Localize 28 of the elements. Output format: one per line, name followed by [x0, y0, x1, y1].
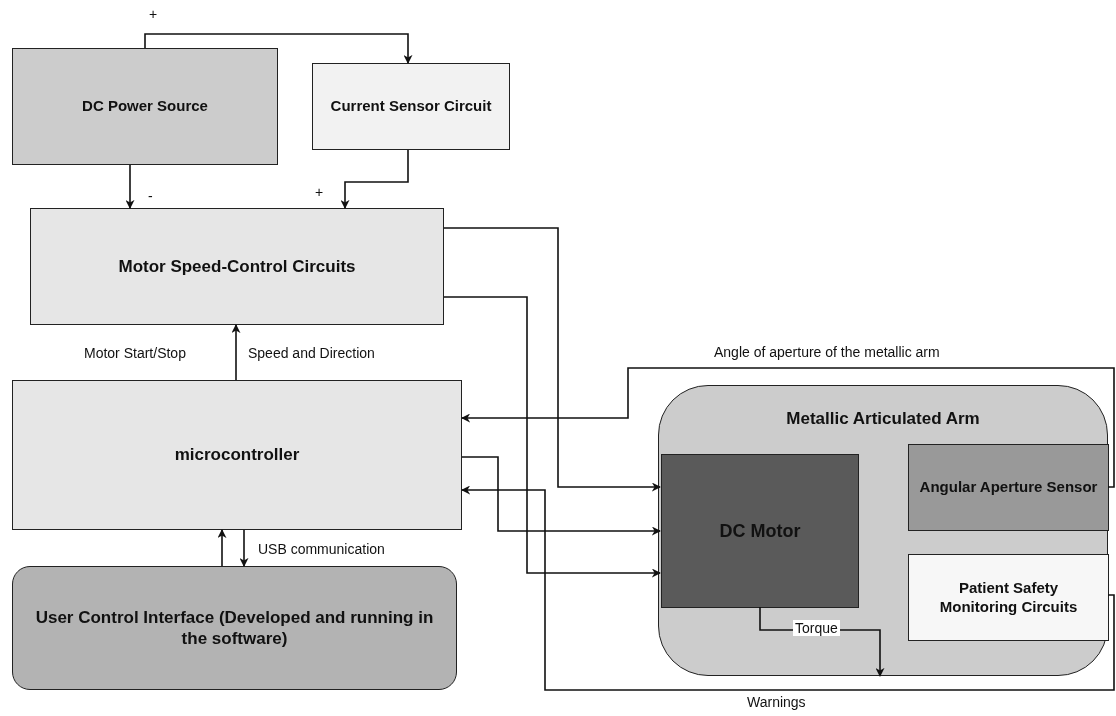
edge-label: Warnings — [745, 694, 808, 710]
arrow — [231, 324, 241, 381]
arrow — [144, 33, 413, 64]
edge-label: Torque — [793, 620, 840, 636]
group-title: Metallic Articulated Arm — [785, 408, 981, 430]
edge-label: Motor Start/Stop — [82, 345, 188, 361]
arrow — [443, 227, 661, 492]
process-box: DC Motor — [661, 454, 859, 608]
arrow — [759, 606, 885, 677]
group-box — [658, 385, 1108, 676]
process-box: Current Sensor Circuit — [312, 63, 510, 150]
arrow — [443, 296, 661, 578]
edge-label: USB communication — [256, 541, 387, 557]
arrow — [461, 367, 1115, 488]
arrow — [239, 529, 249, 567]
arrow — [125, 164, 135, 209]
process-box: microcontroller — [12, 380, 462, 530]
process-box: Patient Safety Monitoring Circuits — [908, 554, 1109, 641]
arrow — [340, 149, 409, 209]
edge-label: Angle of aperture of the metallic arm — [712, 344, 942, 360]
interface-box: User Control Interface (Developed and running in the software) — [12, 566, 457, 690]
arrow — [217, 529, 227, 567]
process-box: DC Power Source — [12, 48, 278, 165]
arrow — [461, 456, 661, 536]
arrow — [461, 485, 1115, 691]
process-box: Motor Speed-Control Circuits — [30, 208, 444, 325]
process-box: Angular Aperture Sensor — [908, 444, 1109, 531]
signal-label: Speed and Direction — [246, 345, 377, 361]
